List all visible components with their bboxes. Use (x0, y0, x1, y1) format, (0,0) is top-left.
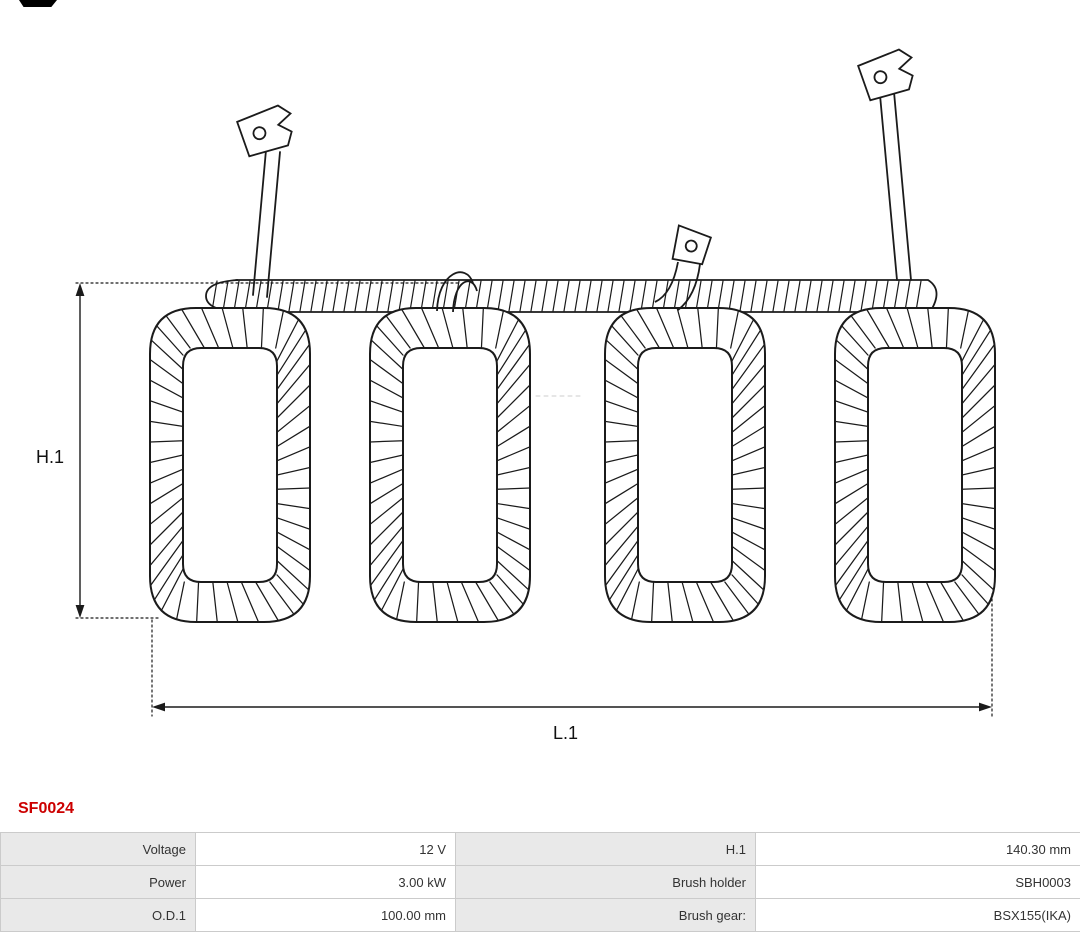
spec-value: 12 V (195, 832, 456, 866)
spec-label: H.1 (455, 832, 756, 866)
dimension-label-h1: H.1 (36, 447, 64, 467)
part-number: SF0024 (18, 800, 75, 817)
spec-label: Brush holder (455, 865, 756, 899)
spec-table: Voltage 12 V H.1 140.30 mm Power 3.00 kW… (0, 832, 1080, 932)
spec-label: O.D.1 (0, 898, 196, 932)
spec-label: Brush gear: (455, 898, 756, 932)
dimension-label-l1: L.1 (553, 723, 578, 743)
spec-value: SBH0003 (755, 865, 1080, 899)
spec-value: BSX155(IKA) (755, 898, 1080, 932)
logo-fragment (19, 0, 57, 7)
table-row: O.D.1 100.00 mm Brush gear: BSX155(IKA) (0, 898, 1080, 932)
spec-value: 3.00 kW (195, 865, 456, 899)
spec-value: 100.00 mm (195, 898, 456, 932)
spec-label: Voltage (0, 832, 196, 866)
field-coil-drawing (75, 48, 996, 717)
table-row: Power 3.00 kW Brush holder SBH0003 (0, 865, 1080, 899)
field-coil-diagram: H.1 L.1 (36, 48, 996, 743)
spec-value: 140.30 mm (755, 832, 1080, 866)
spec-label: Power (0, 865, 196, 899)
table-row: Voltage 12 V H.1 140.30 mm (0, 832, 1080, 866)
